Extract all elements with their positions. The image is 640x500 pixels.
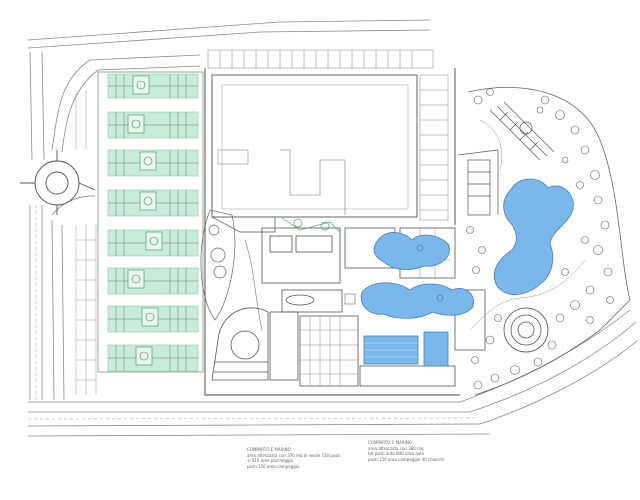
road-south-east-2 [469, 321, 637, 413]
road-curve-nw-2 [61, 65, 201, 153]
parking-area-west [75, 71, 204, 395]
roundabout [20, 150, 96, 215]
garden-trees [466, 88, 614, 390]
site-boundary [204, 68, 460, 396]
zone-note-left-line: + 310 aree parcheggio [247, 458, 294, 463]
zone-note-left-line: posti 120 area campeggio [247, 463, 300, 469]
garden-paths [469, 119, 586, 331]
main-building [211, 74, 418, 233]
road-curve-nw [51, 54, 201, 151]
road-north-edge-2 [27, 29, 431, 49]
north-parking-strip [207, 49, 449, 221]
east-garden-boundary [457, 87, 631, 396]
road-curve-sw [51, 195, 96, 216]
road-south-4 [27, 433, 491, 437]
parking-island-trees [131, 80, 159, 361]
road-dash [27, 205, 476, 420]
pool-inner-details [344, 244, 444, 305]
road-south-east [459, 309, 631, 403]
road-south-3 [27, 423, 481, 427]
landscape-oval [200, 209, 263, 331]
zone-note-left: COMPARTO E MARINO area attrezzata con 37… [247, 447, 340, 469]
pool-lagoon-main [360, 282, 474, 319]
pools [360, 178, 574, 367]
zone-note-left-line: area attrezzata con 370 mq di verde 720 … [247, 452, 341, 458]
pool-upper [373, 232, 450, 270]
road-west-6 [61, 224, 65, 401]
central-buildings [261, 227, 486, 387]
zone-note-right-line: area attrezzata con 380 mq [368, 445, 424, 451]
zone-note-left-line: COMPARTO E MARINO [247, 447, 291, 452]
road-south-east-3 [479, 339, 639, 425]
slide-tower [467, 101, 555, 216]
zone-note-right-line: posti 150 area campeggio 40 chioschi [368, 456, 445, 462]
road-west-1 [29, 51, 33, 161]
parking-islands [127, 75, 163, 366]
pool-east-lagoon [493, 178, 574, 295]
zone-note-right-line: COMPARTO C MARINO [368, 440, 412, 445]
zone-note-right-line: tot posti auto 840 area auto [368, 451, 425, 456]
pool-rect-small [423, 331, 449, 367]
zone-note-right: COMPARTO C MARINO area attrezzata con 38… [368, 440, 444, 462]
amphitheatre [503, 307, 549, 353]
entrance-canopy [281, 217, 341, 233]
parking-green-strips [107, 73, 199, 372]
road-network [27, 19, 639, 437]
road-north-edge [27, 19, 431, 41]
parking-west-rows [75, 90, 97, 395]
road-west-5 [51, 219, 55, 401]
road-west-2 [41, 51, 45, 161]
spa-building [211, 307, 299, 381]
pool-lanes [364, 342, 418, 358]
